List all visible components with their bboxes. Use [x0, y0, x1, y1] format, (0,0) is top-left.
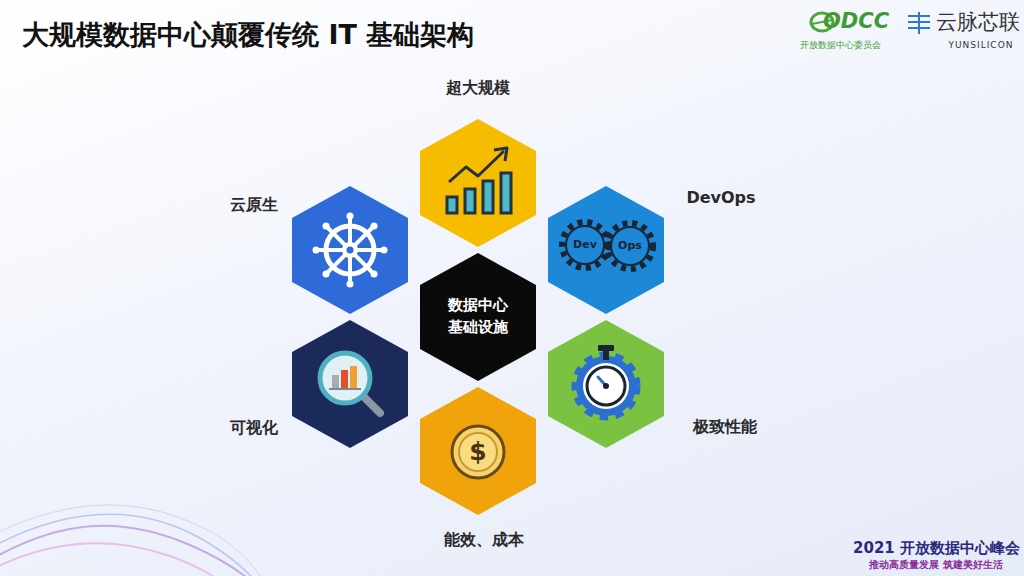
logo-text: 开放数据中心委员会 [800, 40, 881, 51]
hexagon-label: 数据中心 基础设施 [445, 295, 511, 339]
event-text: 推动高质量发展 筑建美好生活 [869, 559, 1002, 571]
hexagon-caption: DevOps [686, 188, 755, 207]
hexagon-caption: 云原生 [230, 195, 278, 214]
coin-icon [452, 426, 504, 478]
gears-icon [562, 222, 653, 269]
growth-chart-icon [447, 148, 511, 213]
hexagon-shape [420, 119, 536, 247]
logo-text: ODCC [823, 9, 889, 34]
swirl-lines [0, 505, 262, 576]
icon-text: Ops [618, 239, 642, 252]
feature-hexagon: 超大规模 [420, 119, 536, 247]
hexagon-caption: 能效、成本 [444, 530, 524, 549]
hexagon-shape [420, 253, 536, 381]
slide-title: 大规模数据中心颠覆传统 IT 基础架构 [22, 17, 474, 53]
logo-text: 云脉芯联 [936, 10, 1020, 35]
icon-text: $ [469, 437, 486, 467]
ship-wheel-icon [313, 213, 388, 288]
event-text: 2021 开放数据中心峰会 [853, 539, 1020, 557]
logo-separator [908, 12, 930, 34]
hexagon-caption: 超大规模 [446, 78, 510, 97]
hexagon-caption: 可视化 [230, 418, 278, 437]
hexagon-caption: 极致性能 [693, 417, 757, 436]
stopwatch-icon [576, 345, 636, 416]
logo-text: YUNSILICON [949, 40, 1014, 51]
core-hexagon: 数据中心 基础设施 [420, 253, 536, 381]
magnifier-icon [320, 353, 380, 413]
icon-text: Dev [573, 238, 597, 251]
